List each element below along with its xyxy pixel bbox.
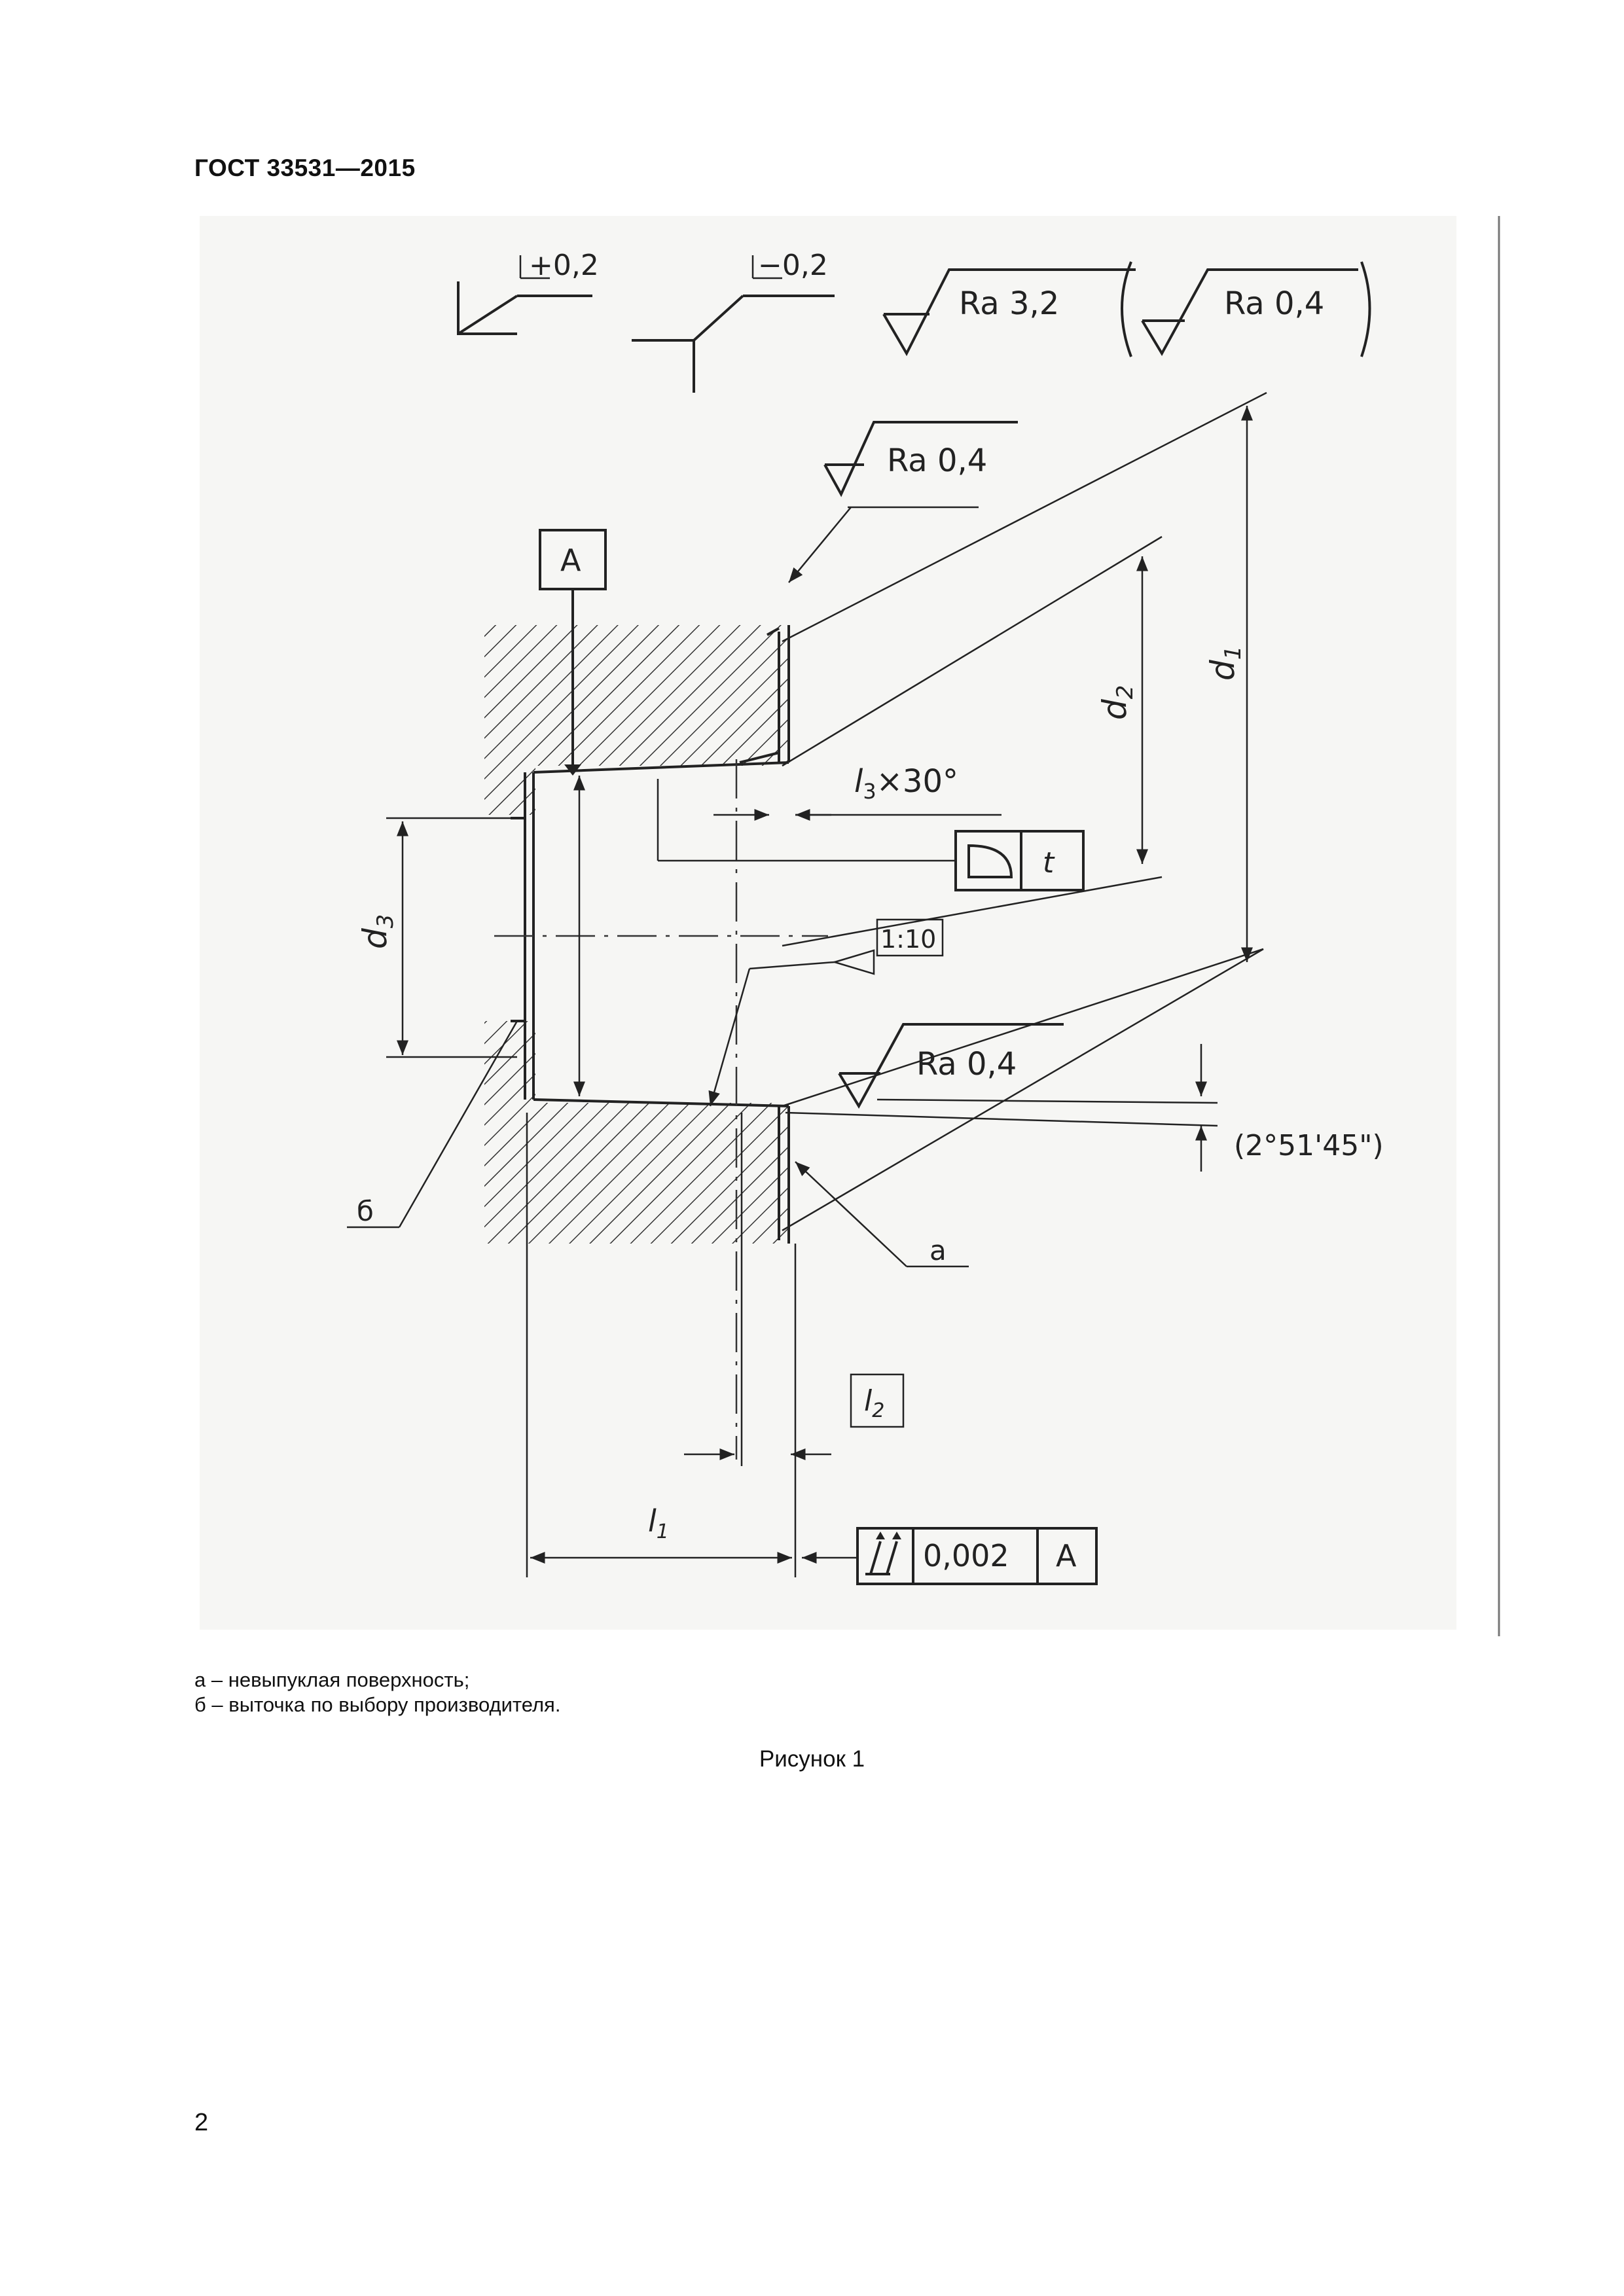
extension-lines	[782, 391, 1267, 1232]
taper-indicator: 1:10	[708, 918, 944, 1107]
roughness-ra-3-2: Ra 3,2	[959, 285, 1059, 322]
plus-tolerance-text: +0,2	[529, 249, 599, 282]
d3-label: d3	[356, 914, 399, 949]
svg-text:а: а	[929, 1234, 947, 1266]
document-header: ГОСТ 33531—2015	[194, 154, 416, 181]
svg-text:Ra 0,4: Ra 0,4	[887, 442, 987, 479]
page-number: 2	[194, 2109, 209, 2136]
angle-dimension: (2°51'45")	[1195, 1044, 1384, 1172]
minus-tolerance-text: −0,2	[758, 249, 828, 282]
angle-label: (2°51'45")	[1234, 1129, 1384, 1162]
l3-label: l3×30°	[854, 763, 958, 804]
runout-value: 0,002	[923, 1538, 1009, 1573]
datum-a: A	[539, 529, 607, 776]
weld-minus-symbol: −0,2	[632, 249, 835, 393]
callout-a: а	[795, 1161, 969, 1268]
technical-drawing: +0,2 −0,2 Ra 3,2 Ra 0,4	[200, 216, 1500, 1636]
section-hatching	[484, 625, 789, 1244]
l2-label: l2	[864, 1384, 884, 1422]
svg-text:Ra 0,4: Ra 0,4	[916, 1046, 1017, 1083]
runout-datum: A	[1056, 1538, 1077, 1573]
svg-text:1:10: 1:10	[880, 925, 936, 954]
figure-caption: Рисунок 1	[759, 1746, 865, 1772]
legend-item-a: а – невыпуклая поверхность;	[194, 1668, 470, 1691]
legend-item-b: б – выточка по выбору производителя.	[194, 1693, 561, 1716]
weld-plus-symbol: +0,2	[457, 249, 599, 335]
svg-text:A: A	[560, 543, 581, 578]
profile-tolerance-t: t	[1043, 846, 1055, 880]
d2-label: d2	[1096, 685, 1138, 720]
figure-legend: а – невыпуклая поверхность; б – выточка …	[194, 1668, 560, 1717]
l2-dimension: l2	[684, 1113, 905, 1466]
d1-label: d1	[1204, 646, 1246, 681]
roughness-ra-0-4-paren: Ra 0,4	[1224, 285, 1324, 322]
roughness-symbol-parenthesized: Ra 0,4	[1121, 261, 1371, 357]
chamfer-dimension: l3×30°	[713, 763, 1001, 821]
roughness-symbol-general: Ra 3,2	[882, 268, 1136, 357]
hatch-upper	[484, 625, 789, 815]
roughness-lower: Ra 0,4	[838, 1023, 1064, 1109]
profile-tolerance-frame: t	[657, 779, 1085, 891]
total-runout-icon	[865, 1532, 901, 1575]
svg-text:б: б	[357, 1195, 374, 1227]
l1-dimension: l1	[526, 1113, 857, 1577]
runout-tolerance-frame: 0,002 A	[856, 1527, 1098, 1585]
roughness-upper: Ra 0,4	[788, 421, 1018, 583]
callout-b: б	[347, 1020, 518, 1229]
hatch-lower	[484, 1021, 789, 1244]
l1-label: l1	[648, 1503, 669, 1543]
